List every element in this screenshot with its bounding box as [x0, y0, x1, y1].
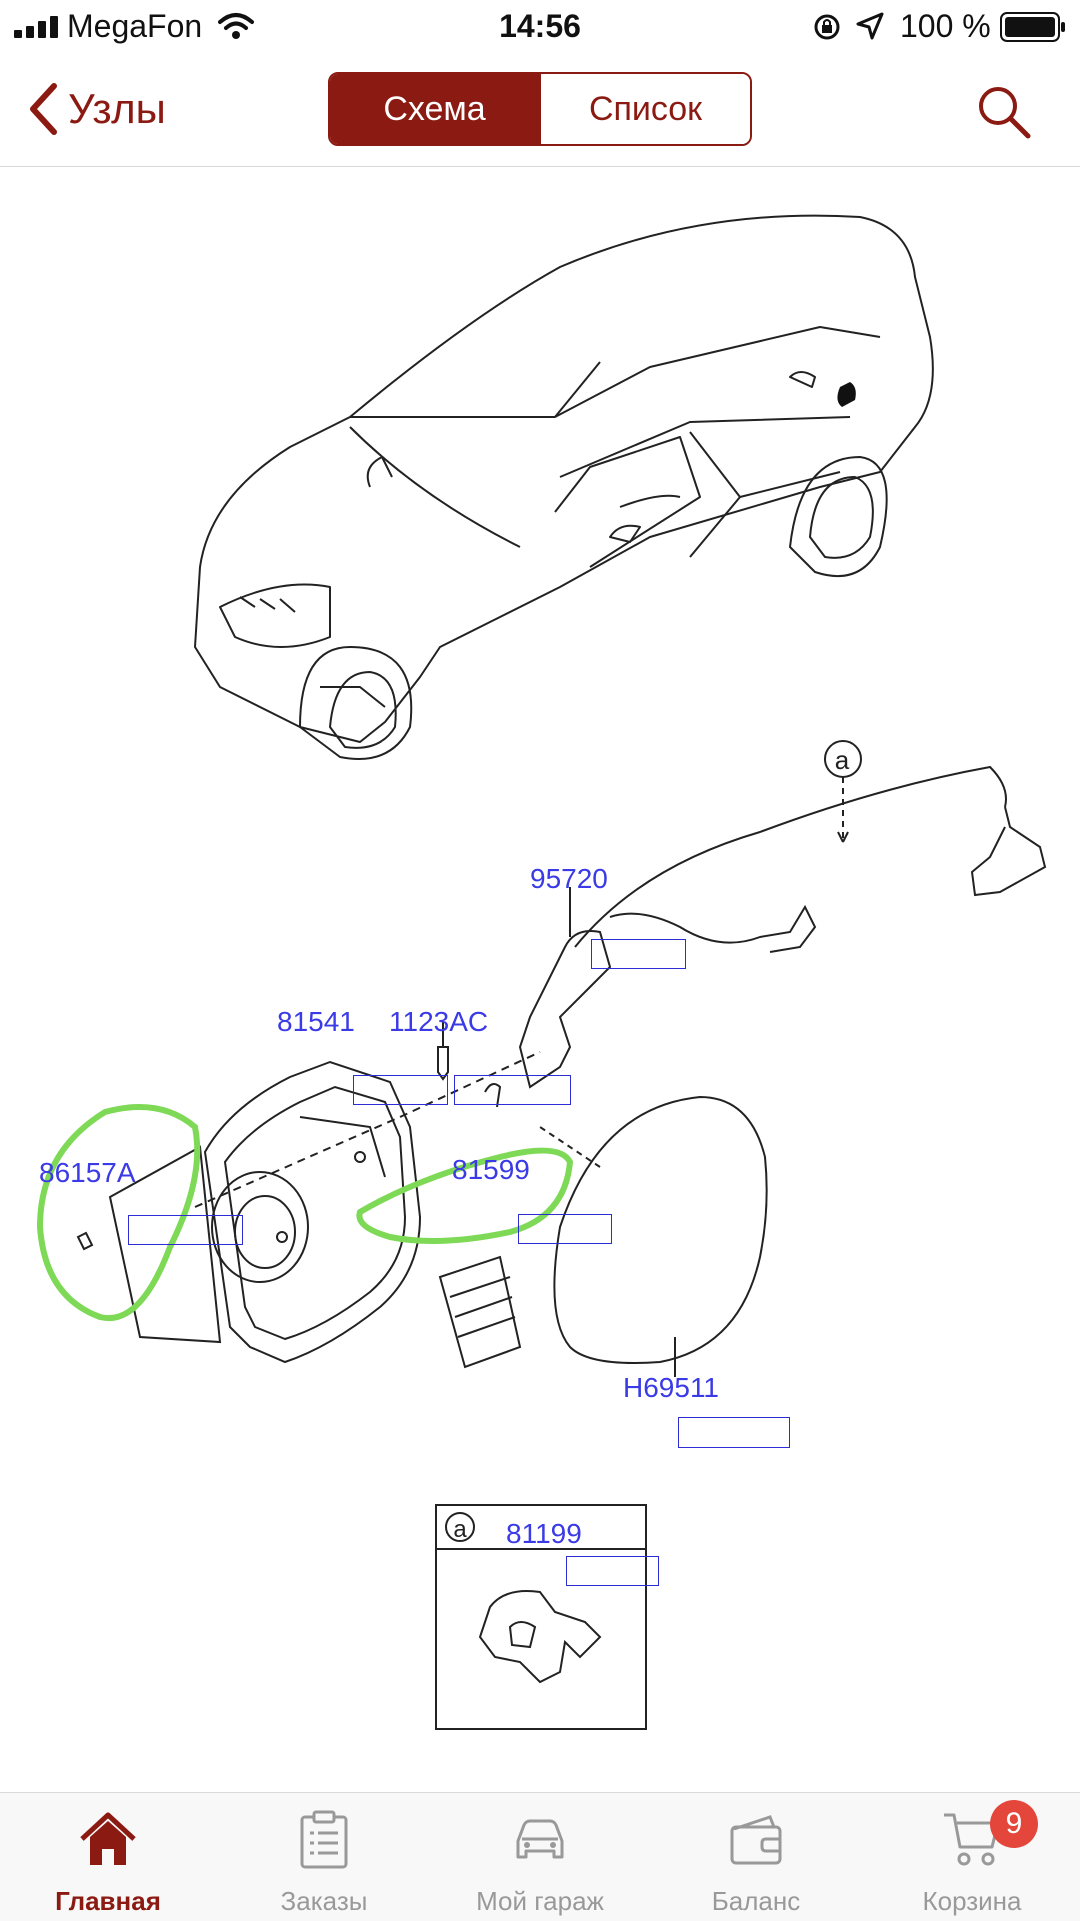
- annotation-circle-81599: [356, 1147, 574, 1244]
- tab-garage[interactable]: Мой гараж: [432, 1793, 648, 1921]
- home-icon: [80, 1812, 136, 1865]
- hotspot-h69511[interactable]: [678, 1417, 790, 1448]
- hotspot-1123ac[interactable]: [454, 1075, 571, 1105]
- part-label-81541: 81541: [277, 1006, 355, 1037]
- segment-list[interactable]: Список: [539, 74, 750, 144]
- view-switcher: Схема Список: [328, 72, 752, 146]
- car-icon: [516, 1819, 564, 1859]
- inset-callout-letter: a: [453, 1516, 467, 1543]
- navigation-bar: Узлы Схема Список: [0, 58, 1080, 167]
- battery-icon: [1000, 12, 1065, 42]
- tab-orders[interactable]: Заказы: [216, 1793, 432, 1921]
- rotation-lock-icon: [814, 14, 840, 40]
- hotspot-95720[interactable]: [591, 939, 686, 969]
- status-bar: MegaFon 14:56 100 %: [0, 0, 1080, 56]
- battery-percent: 100 %: [900, 8, 991, 44]
- search-icon[interactable]: [976, 84, 1032, 140]
- part-label-1123ac: 1123AC: [389, 1006, 489, 1037]
- hotspot-81199[interactable]: [566, 1556, 659, 1586]
- tab-balance-label: Баланс: [711, 1886, 801, 1916]
- diagram-drawing: a a: [36, 214, 1047, 1730]
- tab-garage-label: Мой гараж: [476, 1886, 604, 1916]
- part-label-81199: 81199: [506, 1518, 582, 1549]
- fuel-door-housing: [108, 1051, 541, 1364]
- hotspot-81541[interactable]: [353, 1075, 448, 1105]
- inset-box: [435, 1504, 647, 1730]
- location-icon: [856, 12, 884, 40]
- parts-diagram: a a 95720 81541 1123AC 86157A 81599 H695…: [0, 167, 1080, 1792]
- callout-letter: a: [835, 745, 850, 775]
- clock: 14:56: [499, 8, 581, 44]
- tab-orders-label: Заказы: [280, 1886, 368, 1916]
- tab-home-label: Главная: [55, 1886, 161, 1916]
- tab-cart[interactable]: Корзина: [864, 1793, 1080, 1921]
- chevron-left-icon: [30, 83, 57, 135]
- part-label-95720: 95720: [530, 863, 608, 894]
- carrier-name: MegaFon: [67, 8, 203, 44]
- hotspot-81599[interactable]: [518, 1214, 612, 1244]
- back-label: Узлы: [68, 85, 166, 132]
- part-label-h69511: H69511: [623, 1372, 720, 1403]
- part-label-81599: 81599: [452, 1154, 530, 1185]
- tab-bar: Главная Заказы Мой гараж Баланс: [0, 1792, 1080, 1921]
- hotspot-86157a[interactable]: [128, 1215, 243, 1245]
- car-illustration: [194, 214, 934, 760]
- part-label-86157a: 86157A: [39, 1157, 136, 1188]
- cable-assembly: [518, 740, 1047, 1089]
- annotation-circle-86157a: [36, 1104, 201, 1322]
- cart-badge: 9: [990, 1800, 1038, 1848]
- clipboard-icon: [300, 1810, 348, 1869]
- fuel-door: [438, 1095, 768, 1377]
- tab-balance[interactable]: Баланс: [648, 1793, 864, 1921]
- wifi-icon: [218, 13, 254, 39]
- wallet-icon: [730, 1815, 782, 1865]
- signal-icon: [14, 16, 58, 38]
- back-button[interactable]: Узлы: [28, 78, 166, 140]
- tab-home[interactable]: Главная: [0, 1793, 216, 1921]
- segment-scheme[interactable]: Схема: [330, 74, 539, 144]
- tab-cart-label: Корзина: [922, 1886, 1022, 1916]
